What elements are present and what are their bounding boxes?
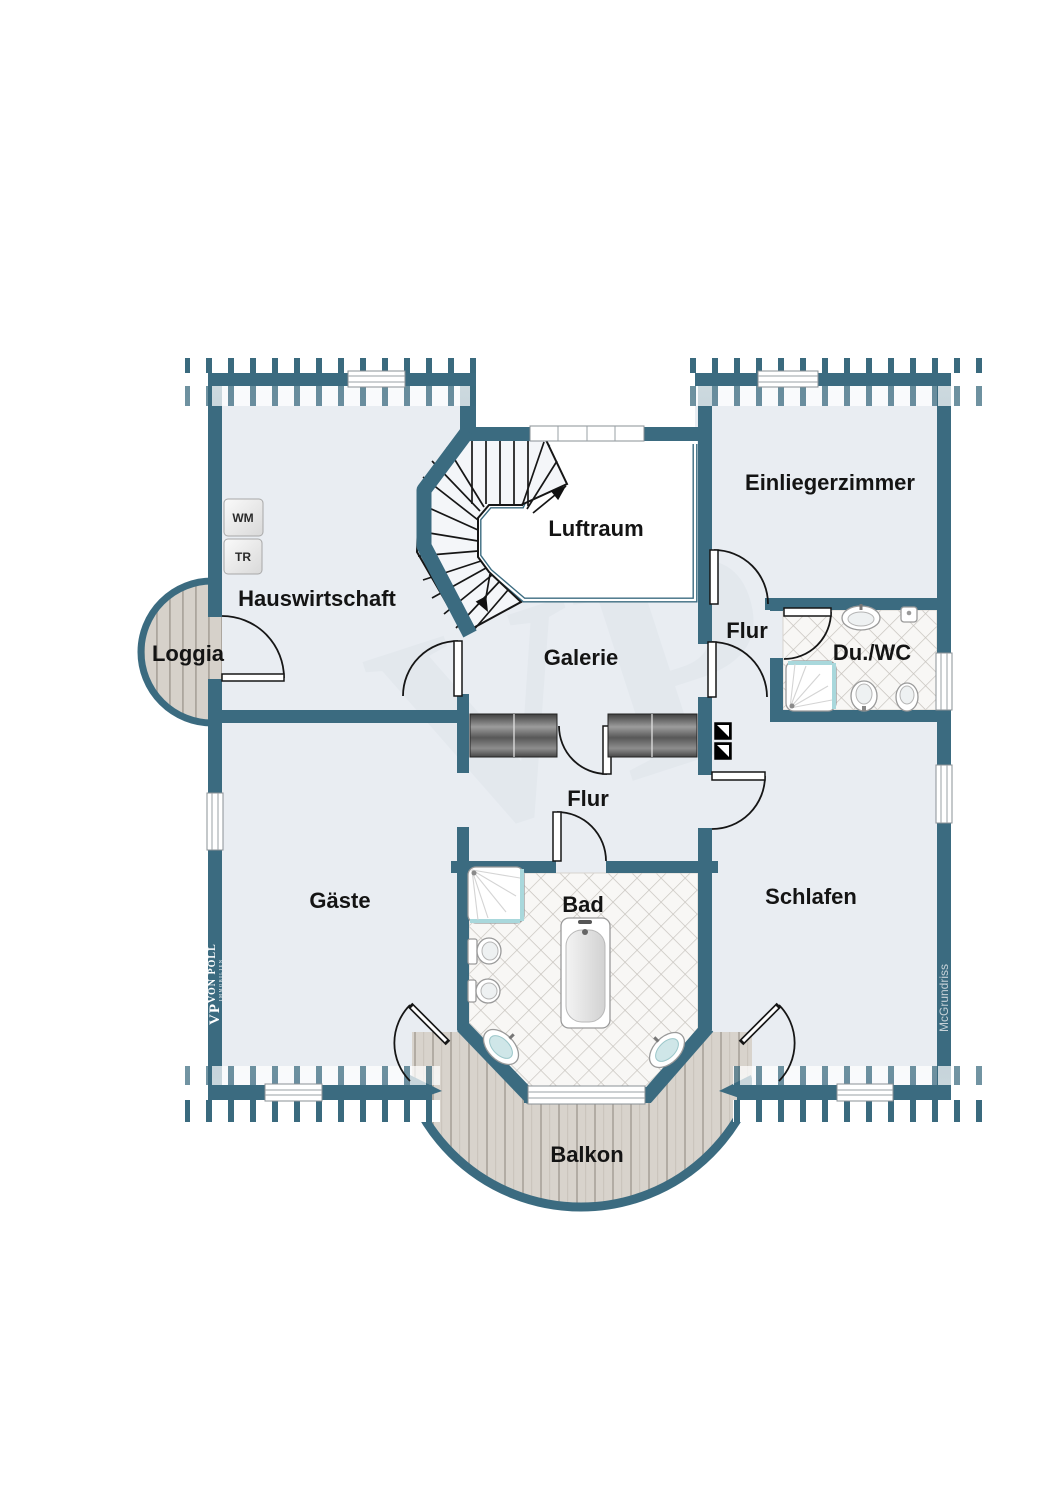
room-label-gaeste: Gäste (309, 888, 370, 913)
agency-branding: VP VON POLL IMMOBILIEN (207, 943, 223, 1025)
bathtub-icon (560, 917, 611, 1029)
dryer-icon (223, 538, 263, 575)
room-label-bad: Bad (562, 892, 604, 917)
stair-outer-wall (416, 426, 477, 638)
door-schlafen (711, 771, 766, 830)
window (935, 764, 953, 824)
window (206, 792, 224, 851)
roof-slope-marker-icon (714, 722, 732, 740)
room-label-du-wc: Du./WC (833, 640, 911, 665)
agency-name: VON POLL (207, 943, 218, 1003)
room-label-flur-unten: Flur (567, 786, 609, 811)
windows (206, 370, 953, 1105)
sink-icon (648, 1031, 686, 1069)
door-loggia (221, 615, 285, 682)
window (264, 1083, 323, 1102)
du-wc-fixtures (785, 604, 919, 712)
room-label-balkon: Balkon (550, 1142, 623, 1167)
roof-slope-marker-icon (714, 742, 732, 760)
roof-kneewall-bands (185, 358, 985, 1122)
window (529, 425, 645, 442)
window (527, 1085, 646, 1105)
stair-direction-arrow-up (550, 486, 566, 501)
door-balkon-schlafen (738, 1002, 796, 1082)
door-galerie-flur (707, 641, 768, 698)
door-galerie-west (402, 640, 463, 697)
room-label-hauswirtschaft: Hauswirtschaft (238, 586, 396, 611)
bidet-icon (895, 682, 919, 712)
door-balkon-gaeste (393, 1002, 451, 1082)
washing-machine-icon (223, 498, 264, 537)
sink-icon (841, 604, 881, 631)
window (836, 1083, 894, 1102)
sink-icon (482, 1028, 520, 1066)
room-labels: Hauswirtschaft Loggia Luftraum Einlieger… (152, 470, 915, 1167)
door-du-wc (783, 607, 832, 660)
washing-machine-label: WM (232, 511, 253, 525)
window (347, 370, 406, 388)
room-label-schlafen: Schlafen (765, 884, 857, 909)
shower-icon (785, 660, 837, 712)
stair-direction-arrow-down (475, 595, 488, 612)
floor-right-block (695, 373, 951, 1085)
loggia-deck (138, 578, 222, 726)
window (757, 370, 819, 388)
cistern-icon (900, 606, 918, 623)
shower-icon (467, 866, 525, 924)
door-bad (552, 811, 607, 862)
plan-credit: McGrundriss (937, 964, 951, 1032)
room-label-luftraum: Luftraum (548, 516, 643, 541)
agency-logo: VP (207, 1003, 223, 1025)
door-einliegerzimmer (709, 549, 769, 605)
dryer-label: TR (235, 550, 251, 564)
room-label-flur-oben: Flur (726, 618, 768, 643)
room-label-loggia: Loggia (152, 641, 225, 666)
window (935, 652, 953, 711)
doors (221, 549, 832, 1082)
bad-fixtures (467, 866, 686, 1069)
bidet-icon (467, 978, 501, 1004)
agency-sub: IMMOBILIEN (218, 959, 223, 1002)
toilet-icon (467, 937, 502, 965)
appliances: WM TR (223, 498, 264, 575)
room-label-galerie: Galerie (544, 645, 619, 670)
room-label-einliegerzimmer: Einliegerzimmer (745, 470, 915, 495)
wardrobes (469, 713, 698, 758)
balcony-rim (412, 1075, 752, 1212)
roof-slope-markers (714, 722, 732, 760)
staircase (415, 439, 569, 635)
toilet-icon (850, 680, 878, 712)
